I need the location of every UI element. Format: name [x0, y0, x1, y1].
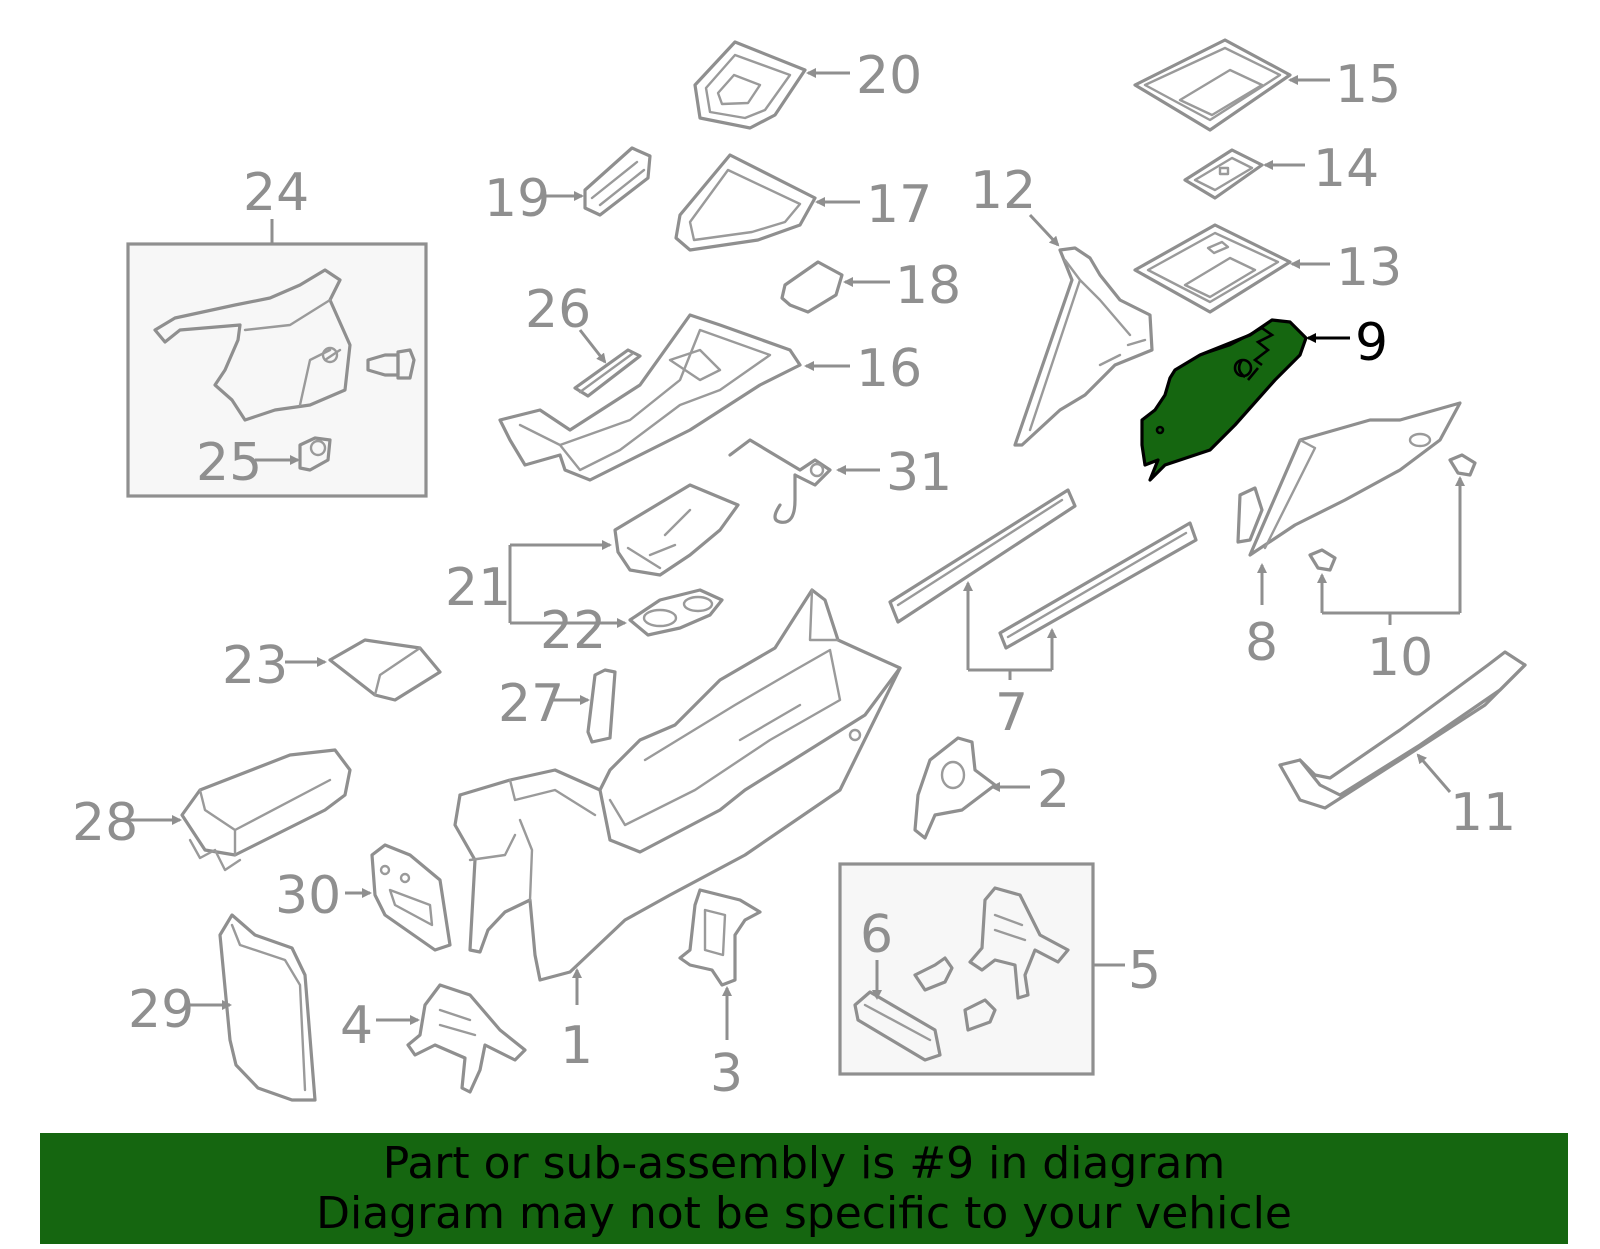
callout-9: 9	[1355, 313, 1388, 373]
part-18-drawing	[780, 260, 844, 314]
callout-6: 6	[860, 905, 893, 965]
callout-25: 25	[196, 433, 262, 493]
callout-5: 5	[1128, 941, 1161, 1001]
part-8-drawing	[1236, 401, 1462, 557]
part-6-drawing	[853, 990, 942, 1062]
callout-26: 26	[525, 280, 591, 340]
part-20-drawing	[693, 40, 807, 130]
callout-1: 1	[560, 1016, 593, 1076]
part-21-drawing	[613, 483, 740, 577]
part-2-drawing	[913, 736, 997, 840]
callout-2: 2	[1037, 760, 1070, 820]
callout-27: 27	[498, 674, 564, 734]
callout-16: 16	[856, 339, 922, 399]
callout-14: 14	[1313, 139, 1379, 199]
part-30-drawing	[370, 843, 452, 952]
info-banner: Part or sub-assembly is #9 in diagram Di…	[40, 1133, 1568, 1244]
part-1-drawing	[453, 588, 902, 982]
part-25-drawing	[298, 436, 332, 472]
callout-29: 29	[128, 980, 194, 1040]
part-12-drawing	[1013, 246, 1154, 447]
part-29-drawing	[218, 913, 317, 1102]
banner-line-1: Part or sub-assembly is #9 in diagram	[382, 1138, 1226, 1189]
callout-17: 17	[866, 175, 932, 235]
part-26-drawing	[573, 348, 642, 398]
part-16-drawing	[498, 313, 802, 482]
banner-line-2: Diagram may not be specific to your vehi…	[316, 1188, 1292, 1239]
callout-30: 30	[275, 866, 341, 926]
callout-3: 3	[710, 1044, 743, 1104]
part-13-drawing	[1133, 223, 1292, 314]
part-5-drawing	[968, 886, 1070, 1000]
part-31-drawing	[728, 438, 832, 524]
callout-19: 19	[484, 169, 550, 229]
part-15-drawing	[1133, 38, 1292, 132]
callout-10: 10	[1367, 628, 1433, 688]
part-19-drawing	[583, 146, 652, 217]
callout-18: 18	[895, 256, 961, 316]
callout-15: 15	[1335, 55, 1401, 115]
callout-13: 13	[1336, 238, 1402, 298]
bolt-drawing	[366, 348, 416, 380]
part-9-highlighted-drawing[interactable]	[1140, 318, 1308, 482]
callout-20: 20	[856, 46, 922, 106]
part-14-drawing	[1183, 148, 1264, 200]
part-10-drawing	[1308, 453, 1477, 572]
part-3-drawing	[678, 888, 762, 987]
callout-11: 11	[1450, 783, 1516, 843]
part-5-screw-drawing	[913, 956, 997, 1032]
callout-12: 12	[970, 161, 1036, 221]
part-7-drawing	[888, 488, 1198, 650]
callout-7: 7	[995, 683, 1028, 743]
part-24-drawing	[153, 268, 352, 422]
part-17-drawing	[674, 153, 817, 252]
callout-31: 31	[886, 443, 952, 503]
callout-24: 24	[243, 163, 309, 223]
callout-23: 23	[222, 636, 288, 696]
part-28-drawing	[180, 748, 352, 872]
group-box-24	[126, 242, 428, 498]
callout-22: 22	[540, 601, 606, 661]
group-box-5	[838, 862, 1095, 1076]
callout-28: 28	[72, 793, 138, 853]
part-23-drawing	[328, 638, 442, 702]
callout-21: 21	[445, 558, 511, 618]
part-22-drawing	[628, 588, 724, 637]
part-11-drawing	[1278, 650, 1527, 810]
part-27-drawing	[586, 668, 617, 744]
callout-4: 4	[340, 996, 373, 1056]
callout-8: 8	[1245, 613, 1278, 673]
part-4-drawing	[406, 983, 527, 1094]
